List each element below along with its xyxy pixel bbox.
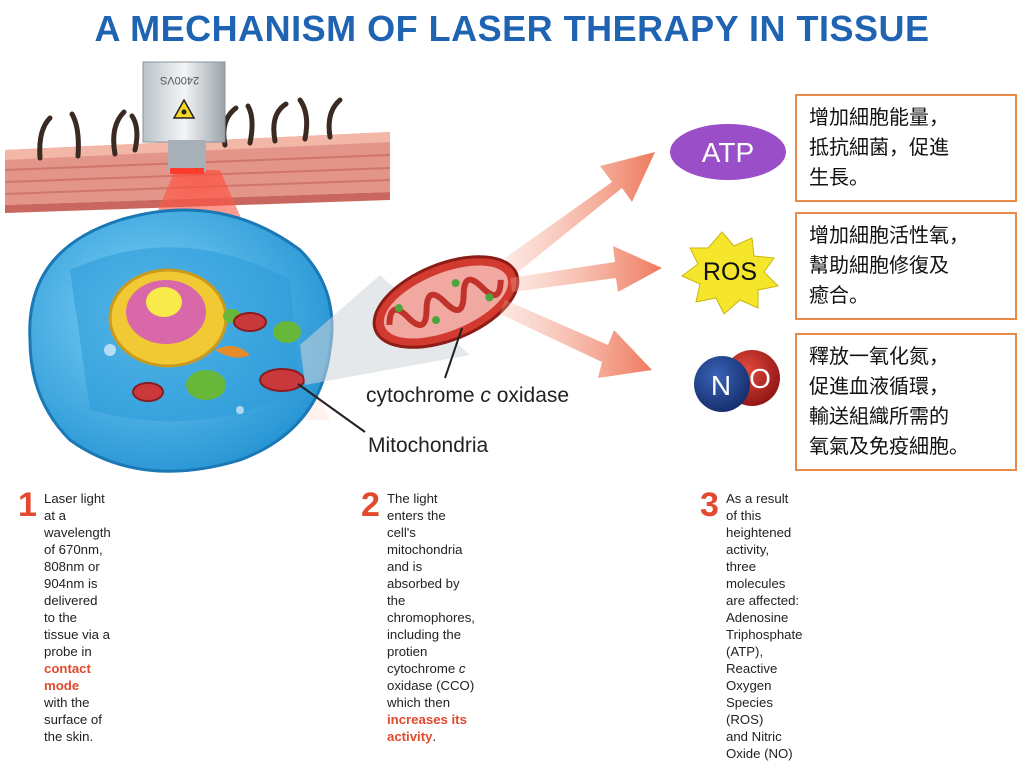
step-number: 2 [361, 486, 380, 524]
atp-effect-box: 增加細胞能量， 抵抗細菌，促進 生長。 [795, 94, 1017, 202]
cell [28, 208, 334, 473]
mitochondria-label: Mitochondria [368, 434, 489, 457]
step-number: 3 [700, 486, 719, 524]
step-text: As a result of this heightened activity,… [726, 491, 803, 761]
no-nitrogen-atom [694, 356, 750, 412]
cco-pointer [444, 327, 463, 379]
laser-probe [142, 61, 226, 174]
no-effect-box: 釋放一氧化氮， 促進血液循環， 輸送組織所需的 氧氣及免疫細胞。 [795, 333, 1017, 471]
mitochondrion-zoom [372, 255, 520, 349]
cco-label: cytochrome c oxidase [366, 384, 570, 407]
step-text: Laser light at a wavelength of 670nm, 80… [44, 491, 111, 744]
atp-molecule [670, 124, 786, 180]
step-number: 1 [18, 486, 37, 524]
ros-label: ROS [703, 258, 757, 286]
atp-label: ATP [702, 137, 754, 168]
probe-label: 2400VS [160, 74, 200, 86]
ros-effect-box: 增加細胞活性氧， 幫助細胞修復及 癒合。 [795, 212, 1017, 320]
diagram-art: ATP ROS N O [4, 61, 786, 473]
arrows [500, 152, 662, 378]
ros-starburst [681, 231, 780, 315]
no-o-label: O [749, 363, 771, 394]
mitochondria-pointer [297, 383, 366, 433]
step-text: The light enters the cell's mitochondria… [387, 491, 475, 744]
no-n-label: N [711, 370, 731, 401]
page-title: A MECHANISM OF LASER THERAPY IN TISSUE [94, 8, 930, 49]
